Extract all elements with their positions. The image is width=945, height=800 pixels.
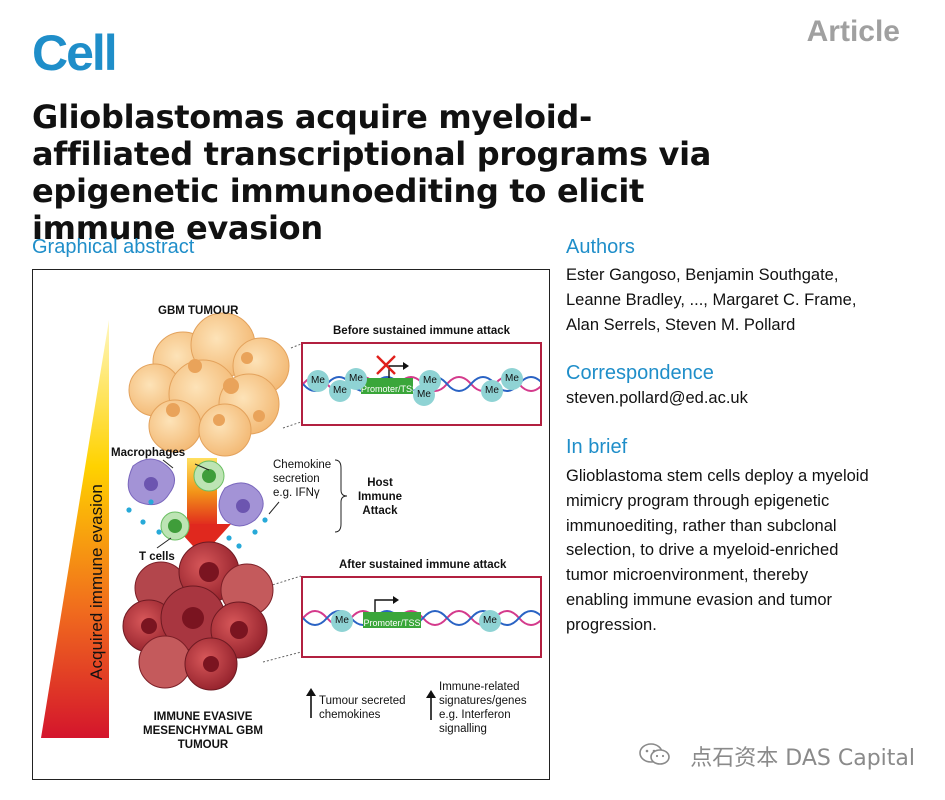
legend-up-arrows: [306, 688, 436, 720]
methyl-group: Me: [501, 368, 523, 390]
watermark-text: 点石资本 DAS Capital: [690, 746, 915, 771]
correspondence-heading: Correspondence: [566, 362, 714, 384]
wechat-icon: [639, 743, 670, 765]
journal-logo: Cell: [32, 25, 118, 81]
t-cells: [160, 460, 225, 541]
in-brief-text: Glioblastoma stem cells deploy a myeloid…: [566, 467, 869, 634]
immune-evasive-tumour-label: IMMUNE EVASIVE MESENCHYMAL GBM TUMOUR: [143, 711, 263, 751]
article-type-label: Article: [806, 15, 900, 48]
promoter-label-before: Promoter/TSS: [361, 384, 419, 394]
host-immune-attack-label: Host Immune Attack: [357, 477, 403, 517]
methyl-group: Me: [331, 610, 353, 632]
t-cells-label: T cells: [139, 551, 175, 563]
chemokine-label: Chemokine secretion e.g. IFNγ: [273, 459, 332, 499]
acquired-immune-evasion-label: Acquired immune evasion: [87, 484, 106, 680]
mesenchymal-tumour-cluster: [122, 541, 274, 691]
graphical-abstract-heading: Graphical abstract: [32, 236, 195, 258]
immune-related-signatures-label: Immune-related signatures/genes e.g. Int…: [439, 681, 527, 735]
chemokine-dots: [126, 499, 268, 549]
before-attack-label: Before sustained immune attack: [333, 325, 511, 337]
correspondence-email[interactable]: steven.pollard@ed.ac.uk: [566, 389, 748, 407]
in-brief-heading: In brief: [566, 436, 628, 458]
dna-after-box: Promoter/TSS Me Me: [301, 576, 542, 658]
graphical-abstract-figure: [41, 312, 436, 738]
gbm-tumour-cluster: [128, 312, 290, 457]
gbm-tumour-label: GBM TUMOUR: [158, 305, 239, 317]
macrophage-cells: [127, 458, 264, 527]
methyl-group: Me: [345, 368, 367, 390]
methyl-group: Me: [479, 610, 501, 632]
tumour-secreted-chemokines-label: Tumour secreted chemokines: [319, 695, 406, 721]
macrophages-label: Macrophages: [111, 447, 186, 459]
methyl-group: Me: [481, 380, 503, 402]
article-title: Glioblastomas acquire myeloid-affiliated…: [32, 98, 712, 247]
dna-before-box: Promoter/TSS Me Me Me Me Me Me Me: [301, 342, 542, 426]
promoter-label-after: Promoter/TSS: [363, 618, 421, 628]
after-attack-label: After sustained immune attack: [339, 559, 507, 571]
methyl-group: Me: [413, 384, 435, 406]
immune-evasion-gradient: [41, 320, 109, 738]
methyl-group: Me: [307, 370, 329, 392]
authors-heading: Authors: [566, 236, 635, 258]
graphical-abstract: Acquired immune evasion GBM TUMOUR Befor…: [32, 269, 550, 780]
authors-list: Ester Gangoso, Benjamin Southgate, Leann…: [566, 266, 857, 334]
methyl-group: Me: [329, 380, 351, 402]
